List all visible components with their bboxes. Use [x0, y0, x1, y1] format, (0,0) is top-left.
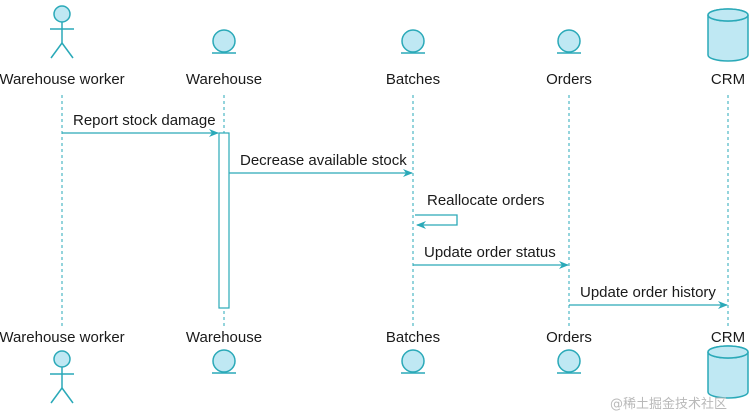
participant-orders-top: Orders	[546, 29, 592, 88]
worker-actor-icon	[50, 350, 74, 404]
participants-top: Warehouse worker Warehouse Batches Orders CR…	[0, 5, 749, 88]
watermark: @稀土掘金技术社区	[610, 396, 727, 412]
message-arrow-3	[415, 214, 458, 229]
message-4: Update order status	[413, 244, 569, 269]
participant-warehouse-bottom: Warehouse	[186, 329, 262, 374]
participant-crm-top: CRM	[707, 8, 749, 88]
participant-warehouse-top: Warehouse	[186, 29, 262, 88]
warehouse-entity-icon	[212, 349, 236, 374]
message-2: Decrease available stock	[229, 152, 413, 177]
batches-entity-icon	[401, 29, 425, 54]
message-label-5: Update order history	[580, 284, 716, 301]
participant-crm-bottom: CRM	[707, 329, 749, 399]
participant-label-crm: CRM	[711, 329, 745, 346]
participant-label-batches: Batches	[386, 71, 440, 88]
message-3: Reallocate orders	[415, 192, 545, 229]
participant-label-orders: Orders	[546, 71, 592, 88]
participant-orders-bottom: Orders	[546, 329, 592, 374]
participant-batches-top: Batches	[386, 29, 440, 88]
message-label-3: Reallocate orders	[427, 192, 545, 209]
participant-label-warehouse: Warehouse	[186, 71, 262, 88]
participant-worker-top: Warehouse worker	[0, 5, 125, 88]
batches-entity-icon	[401, 349, 425, 374]
participant-label-warehouse: Warehouse	[186, 329, 262, 346]
participant-label-crm: CRM	[711, 71, 745, 88]
participant-label-worker: Warehouse worker	[0, 71, 125, 88]
warehouse-entity-icon	[212, 29, 236, 54]
orders-entity-icon	[557, 349, 581, 374]
participant-label-worker: Warehouse worker	[0, 329, 125, 346]
activation-bar-warehouse	[218, 132, 230, 309]
participant-label-orders: Orders	[546, 329, 592, 346]
message-label-2: Decrease available stock	[240, 152, 407, 169]
crm-database-icon	[707, 345, 749, 399]
message-label-1: Report stock damage	[73, 112, 216, 129]
message-5: Update order history	[569, 284, 728, 309]
crm-database-icon	[707, 8, 749, 62]
participant-batches-bottom: Batches	[386, 329, 440, 374]
participant-label-batches: Batches	[386, 329, 440, 346]
message-label-4: Update order status	[424, 244, 556, 261]
participants-bottom: Warehouse worker Warehouse Batches Orders CR…	[0, 329, 749, 404]
message-1: Report stock damage	[62, 112, 219, 137]
orders-entity-icon	[557, 29, 581, 54]
participant-worker-bottom: Warehouse worker	[0, 329, 125, 404]
worker-actor-icon	[50, 5, 74, 59]
